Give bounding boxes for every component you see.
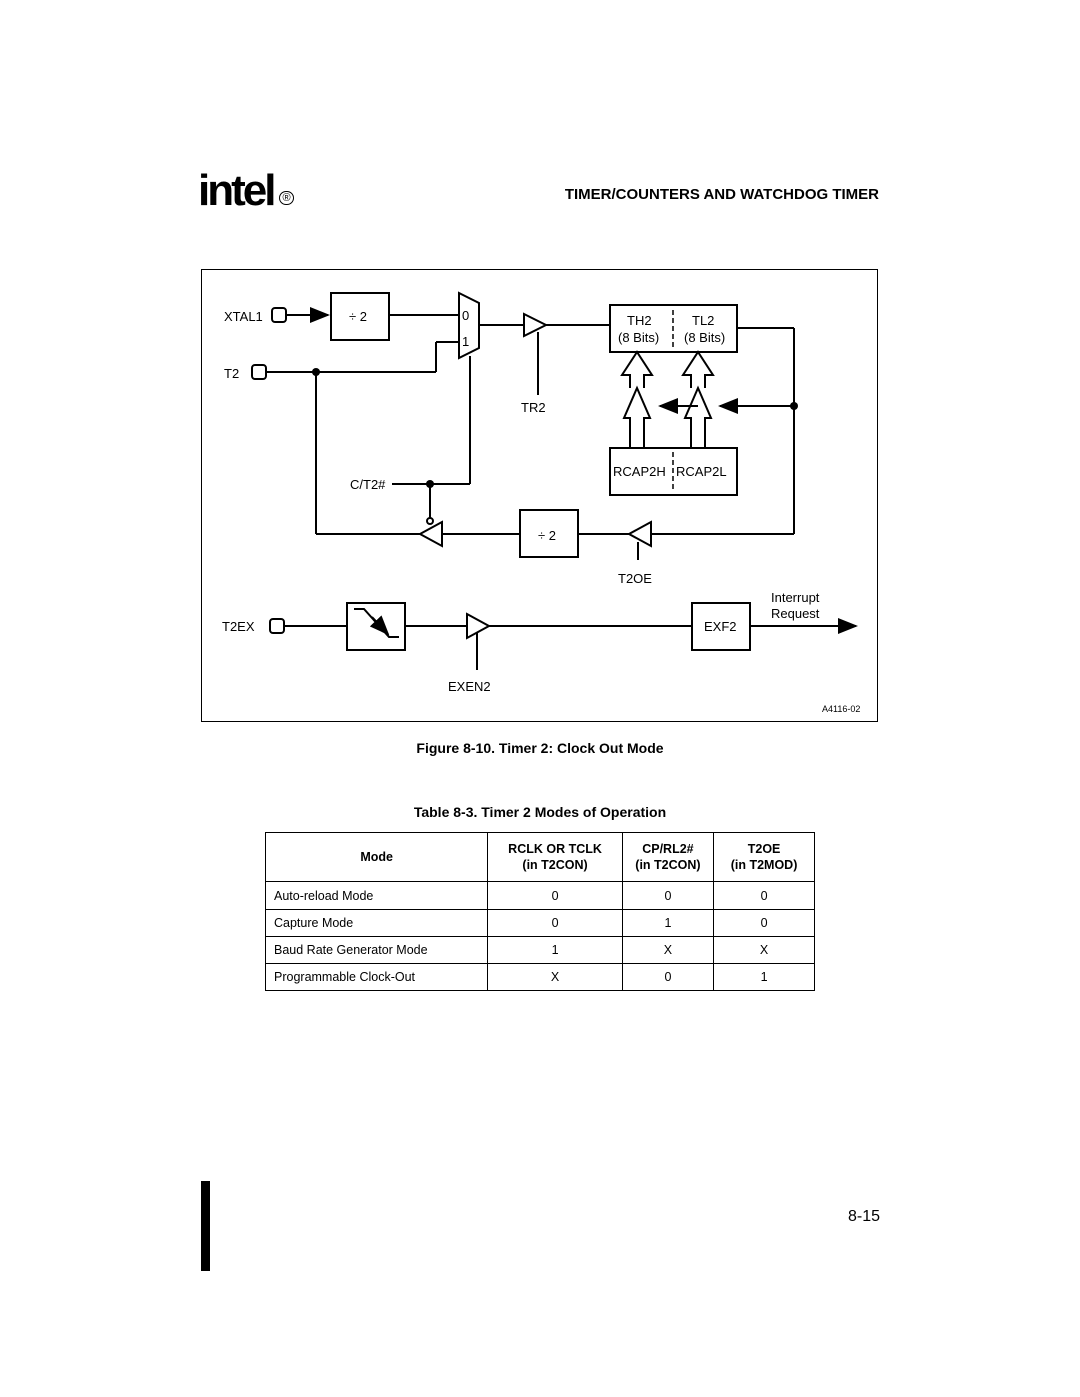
label-th2-bits: (8 Bits) — [618, 330, 659, 345]
col-header-t2oe: T2OE(in T2MOD) — [713, 832, 815, 882]
t2ex-pin — [269, 618, 285, 634]
page-number: 8-15 — [847, 1208, 880, 1225]
rcap2-register — [609, 447, 738, 496]
mux — [458, 291, 480, 360]
intel-logo: intel® — [198, 166, 294, 216]
label-rcap2h: RCAP2H — [613, 464, 666, 479]
label-t2ex: T2EX — [222, 619, 255, 634]
label-t2oe: T2OE — [618, 571, 652, 586]
label-t2: T2 — [224, 366, 239, 381]
table-row: Programmable Clock-Out X 0 1 — [264, 963, 815, 991]
label-tl2-bits: (8 Bits) — [684, 330, 725, 345]
table-row: Auto-reload Mode 0 0 0 — [264, 881, 815, 910]
timer2-block-diagram: XTAL1 T2 ÷ 2 0 1 TH2 (8 Bits) TL2 (8 Bit… — [201, 269, 878, 722]
label-xtal1: XTAL1 — [224, 309, 263, 324]
exen2-gate — [466, 612, 492, 640]
figure-caption: Figure 8-10. Timer 2: Clock Out Mode — [416, 740, 664, 756]
col-header-mode: Mode — [264, 832, 489, 882]
label-exf2: EXF2 — [704, 619, 737, 634]
t2-pin — [251, 364, 267, 380]
table-header-row: Mode RCLK OR TCLK(in T2CON) CP/RL2#(in T… — [264, 832, 815, 882]
label-exen2: EXEN2 — [448, 679, 491, 694]
section-title: TIMER/COUNTERS AND WATCHDOG TIMER — [564, 186, 879, 203]
label-interrupt: Interrupt — [771, 590, 820, 605]
label-mux1: 1 — [462, 334, 469, 349]
label-rcap2l: RCAP2L — [676, 464, 727, 479]
col-header-cprl2: CP/RL2#(in T2CON) — [621, 832, 715, 882]
transition-detector — [346, 602, 406, 651]
label-div2-top: ÷ 2 — [349, 309, 367, 324]
label-tr2: TR2 — [521, 400, 546, 415]
label-div2-bottom: ÷ 2 — [538, 528, 556, 543]
label-ct2: C/T2# — [350, 477, 386, 492]
col-header-rclk: RCLK OR TCLK(in T2CON) — [487, 832, 623, 882]
timer2-modes-table: Mode RCLK OR TCLK(in T2CON) CP/RL2#(in T… — [264, 832, 815, 991]
table-row: Baud Rate Generator Mode 1 X X — [264, 936, 815, 964]
page-edge-bar — [201, 1181, 210, 1271]
t2oe-gate — [626, 520, 652, 548]
table-caption: Table 8-3. Timer 2 Modes of Operation — [413, 804, 667, 820]
label-tl2: TL2 — [692, 313, 714, 328]
table-row: Capture Mode 0 1 0 — [264, 909, 815, 937]
label-mux0: 0 — [462, 308, 469, 323]
xtal1-pin — [271, 307, 287, 323]
divider-top — [330, 292, 390, 341]
tr2-gate — [523, 312, 549, 338]
label-th2: TH2 — [627, 313, 652, 328]
output-buffer-left — [417, 520, 443, 548]
label-request: Request — [771, 606, 820, 621]
label-figure-id: A4116-02 — [822, 704, 860, 714]
diagram-svg: XTAL1 T2 ÷ 2 0 1 TH2 (8 Bits) TL2 (8 Bit… — [222, 291, 860, 714]
